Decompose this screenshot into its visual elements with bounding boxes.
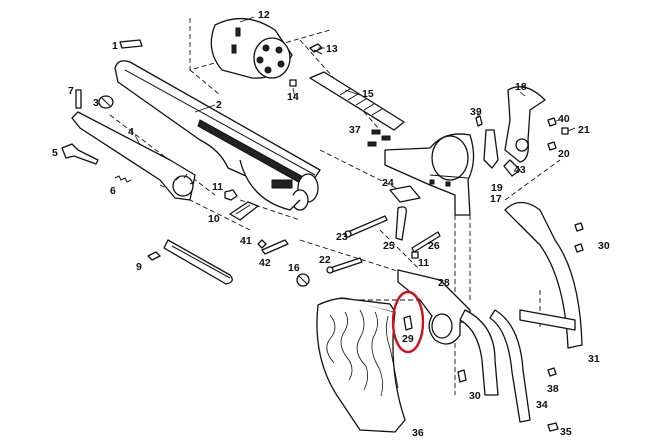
label-31: 31 xyxy=(588,353,600,365)
label-7: 7 xyxy=(68,85,74,97)
trigger-guard-part xyxy=(397,269,499,396)
label-14: 14 xyxy=(287,91,299,103)
screw-part-9 xyxy=(147,251,161,261)
bolt-part-24 xyxy=(389,185,421,203)
barrel-part xyxy=(114,60,321,211)
label-11-lower: 11 xyxy=(418,257,429,269)
label-12: 12 xyxy=(258,9,270,21)
screw-part-29 xyxy=(403,315,413,331)
screw-part-23 xyxy=(344,215,388,238)
label-25: 25 xyxy=(383,240,395,252)
screw-part-22 xyxy=(326,257,363,274)
part-labels: 12 13 14 15 1 2 3 7 4 5 6 11 10 9 41 42 … xyxy=(52,9,610,439)
part-3 xyxy=(98,95,114,109)
screw-part-11-upper xyxy=(224,189,238,201)
label-9: 9 xyxy=(136,261,142,273)
screw-part-38 xyxy=(547,367,557,377)
latch-part-5 xyxy=(61,143,99,165)
screw-part-30-lower xyxy=(457,369,467,383)
hammer-part xyxy=(503,86,546,177)
screw-part-16 xyxy=(296,273,310,287)
label-18: 18 xyxy=(515,81,527,93)
cylinder-part xyxy=(210,17,293,79)
screw-part-35 xyxy=(547,422,559,432)
label-37: 37 xyxy=(349,124,361,136)
label-11-upper: 11 xyxy=(212,181,223,193)
label-30-lower: 30 xyxy=(469,390,481,402)
screw-part-30-upper xyxy=(574,222,584,253)
label-3: 3 xyxy=(93,97,99,109)
screw-part-20 xyxy=(547,141,557,151)
label-4: 4 xyxy=(128,126,134,138)
grip-part xyxy=(316,297,406,433)
label-22: 22 xyxy=(319,254,331,266)
bolt-spring-part-19 xyxy=(483,129,499,169)
label-30-upper: 30 xyxy=(598,240,610,252)
label-13: 13 xyxy=(326,43,338,55)
label-35: 35 xyxy=(560,426,572,438)
label-41: 41 xyxy=(240,235,252,247)
label-17: 17 xyxy=(490,193,502,205)
ramrod-part xyxy=(163,239,233,285)
label-20: 20 xyxy=(558,148,570,160)
screw-part-41 xyxy=(257,239,267,249)
key-part-10 xyxy=(229,201,259,221)
nipple-part xyxy=(309,43,323,55)
label-10: 10 xyxy=(208,213,220,225)
spring-part-6 xyxy=(114,175,132,183)
leader-lines xyxy=(134,16,576,146)
label-38: 38 xyxy=(547,383,559,395)
label-21: 21 xyxy=(578,124,590,136)
hand-part-25 xyxy=(395,206,407,241)
label-5: 5 xyxy=(52,147,58,159)
label-39: 39 xyxy=(470,106,482,118)
label-2: 2 xyxy=(216,99,222,111)
label-15: 15 xyxy=(362,88,374,100)
loading-lever-part xyxy=(71,111,196,201)
screw-part-21 xyxy=(561,127,569,135)
label-23: 23 xyxy=(336,231,348,243)
label-43: 43 xyxy=(514,164,526,176)
label-24: 24 xyxy=(382,177,394,189)
label-6: 6 xyxy=(110,185,116,197)
label-26: 26 xyxy=(428,240,440,252)
label-36: 36 xyxy=(412,427,424,439)
screw-part-40 xyxy=(547,117,557,127)
pin-part-39 xyxy=(475,115,483,127)
cylinder-pin-part xyxy=(309,71,405,131)
label-19: 19 xyxy=(491,182,503,194)
spring-part-26 xyxy=(411,231,441,253)
highlight-circle xyxy=(391,290,425,354)
label-29: 29 xyxy=(402,333,414,345)
label-42: 42 xyxy=(259,257,271,269)
screw-part-11-lower xyxy=(411,251,419,259)
label-16: 16 xyxy=(288,262,300,274)
label-28: 28 xyxy=(438,277,450,289)
small-screw-part-14 xyxy=(289,79,297,87)
pin-part-42 xyxy=(261,239,289,255)
frame-part xyxy=(384,133,475,216)
label-40: 40 xyxy=(558,113,570,125)
grip-strap-part xyxy=(489,309,531,423)
screw-set-37 xyxy=(367,129,391,147)
backstrap-part xyxy=(504,201,583,349)
label-1: 1 xyxy=(112,40,118,52)
wedge-part xyxy=(119,39,143,49)
label-34: 34 xyxy=(536,399,548,411)
part-7 xyxy=(75,89,82,109)
